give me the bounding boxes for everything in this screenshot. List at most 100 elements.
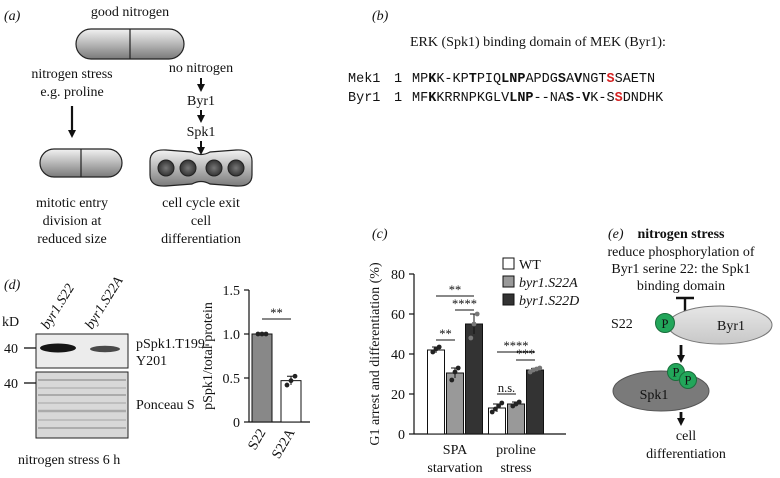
byr1-name: Byr1 — [348, 91, 380, 106]
residue-segment: S — [566, 91, 574, 106]
c-legend-swatch — [502, 293, 515, 306]
e-line-1: reduce phosphorylation of — [608, 245, 755, 260]
c-y-tick-label: 40 — [391, 348, 405, 363]
mitotic-label-2: division at — [43, 214, 102, 229]
mitotic-label-1: mitotic entry — [36, 196, 108, 211]
d-data-point — [284, 382, 290, 388]
c-legend-label: byr1.S22A — [519, 276, 578, 291]
mek1-name: Mek1 — [348, 72, 380, 87]
c-significance-label: *** — [516, 347, 535, 361]
c-category-label: SPA — [443, 443, 468, 458]
c-bar — [507, 403, 525, 435]
proline-label: e.g. proline — [40, 85, 103, 100]
residue-segment: V — [574, 72, 583, 87]
d-data-point — [255, 331, 261, 337]
residue-segment: MP — [412, 72, 428, 87]
d-category-label: S22A — [270, 426, 299, 462]
residue-segment: K — [428, 72, 437, 87]
c-bar — [446, 372, 464, 435]
residue-segment: K-S — [590, 91, 614, 106]
d-significance-label: ** — [270, 306, 283, 320]
c-data-point — [452, 369, 458, 375]
alignment-title: ERK (Spk1) binding domain of MEK (Byr1): — [410, 35, 666, 50]
nucleus-icon — [205, 159, 223, 177]
c-bar — [465, 323, 483, 435]
panel-e: (e) nitrogen stress reduce phosphorylati… — [608, 227, 773, 462]
e-line-3: binding domain — [637, 279, 725, 294]
panel-c: (c) G1 arrest and differentiation (%) 02… — [368, 227, 579, 476]
nucleus-icon — [179, 159, 197, 177]
e-result-2: differentiation — [646, 447, 726, 462]
ponceau-label: Ponceau S — [136, 398, 195, 413]
residue-segment: V — [582, 91, 591, 106]
panel-e-label: (e) — [608, 227, 624, 242]
byr1-sequence: MFKKRRNPKGLVLNP--NAS-VK-SSDNDHK — [412, 91, 664, 106]
c-data-point — [471, 321, 477, 327]
panel-a-label: (a) — [4, 9, 21, 24]
c-legend-label: WT — [519, 258, 541, 273]
ponceau-bands — [38, 379, 126, 429]
panel-b: (b) ERK (Spk1) binding domain of MEK (By… — [348, 9, 666, 106]
c-data-point — [455, 365, 461, 371]
c-category-label: starvation — [427, 461, 482, 476]
residue-segment: S — [615, 91, 623, 106]
d-y-tick-label: 1.5 — [223, 284, 241, 299]
pspk1-label-1: pSpk1.T199- — [136, 337, 210, 352]
c-bar — [427, 349, 445, 435]
c-y-tick-label: 0 — [398, 428, 405, 443]
phosphate-icon — [655, 313, 675, 333]
c-legend-swatch — [502, 257, 515, 270]
residue-segment: DNDHK — [623, 91, 664, 106]
mating-cells — [149, 149, 253, 187]
residue-segment: K-KP — [436, 72, 468, 87]
mitotic-label-3: reduced size — [37, 232, 107, 247]
c-data-point — [474, 311, 480, 317]
d-y-tick-label: 0 — [233, 416, 240, 431]
e-line-2: Byr1 serine 22: the Spk1 — [611, 262, 750, 277]
e-spk1-label: Spk1 — [640, 388, 669, 403]
byr1-label: Byr1 — [187, 94, 215, 109]
residue-segment: T — [469, 72, 477, 87]
nitrogen-stress-label: nitrogen stress — [31, 67, 112, 82]
d-y-axis-label: pSpk1/total protein — [201, 302, 216, 410]
d-y-tick-label: 0.5 — [223, 372, 241, 387]
residue-segment: S — [558, 72, 566, 87]
d-data-point — [292, 373, 298, 379]
band-s22a — [90, 345, 120, 353]
d-data-point — [288, 378, 294, 384]
c-y-tick-label: 20 — [391, 388, 405, 403]
c-significance-label: ** — [449, 283, 462, 297]
pspk1-label-2: Y201 — [136, 354, 167, 369]
c-data-point — [468, 335, 474, 341]
phosphate-label: P — [662, 317, 669, 331]
c-y-tick-label: 80 — [391, 268, 405, 283]
c-significance-label: **** — [504, 339, 529, 353]
panel-c-label: (c) — [372, 227, 388, 242]
marker-40-upper: 40 — [4, 342, 18, 357]
s22-label: S22 — [611, 317, 633, 332]
cell-cycle-exit-label: cell cycle exit — [162, 196, 240, 211]
residue-segment: S — [607, 72, 615, 87]
e-byr1-label: Byr1 — [717, 319, 745, 334]
phosphate-icon — [679, 371, 697, 389]
c-data-point — [496, 403, 501, 409]
lane-label-s22a: byr1.S22A — [83, 274, 127, 332]
residue-segment: LNP — [509, 91, 533, 106]
e-result-1: cell — [676, 429, 696, 444]
d-bar — [280, 380, 302, 423]
d-y-tick-label: 1.0 — [223, 328, 241, 343]
d-data-point — [259, 331, 265, 337]
c-significance-label: n.s. — [498, 381, 515, 395]
residue-segment: KRRNPKGLV — [436, 91, 510, 106]
cell-label: cell — [191, 214, 211, 229]
c-data-point — [449, 377, 455, 383]
mek1-start: 1 — [394, 72, 402, 87]
residue-segment: --NA — [534, 91, 567, 106]
spk1-label: Spk1 — [187, 125, 216, 140]
c-category-label: proline — [496, 443, 536, 458]
d-category-label: S22 — [246, 427, 270, 453]
c-data-point — [516, 399, 522, 405]
residue-segment: K — [428, 91, 437, 106]
c-legend-swatch — [502, 275, 515, 288]
